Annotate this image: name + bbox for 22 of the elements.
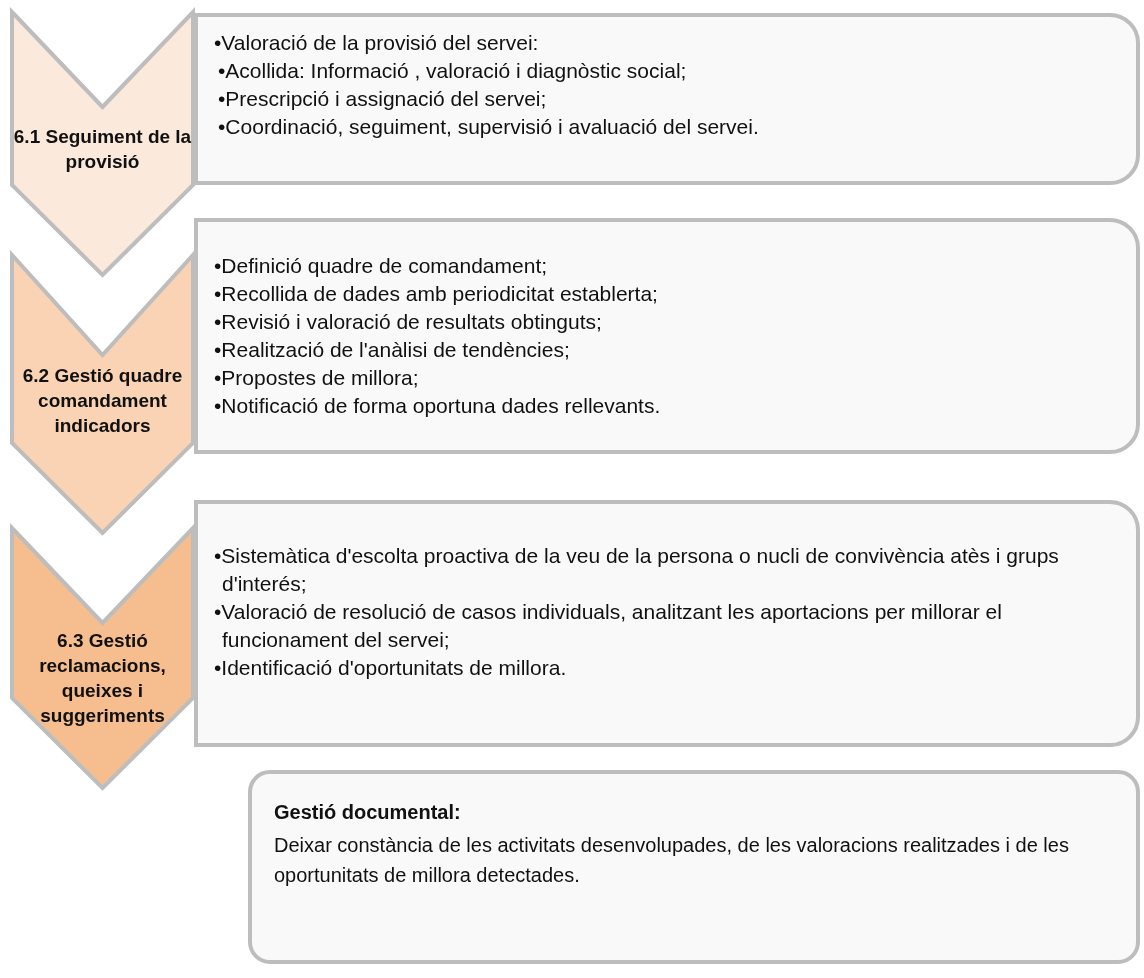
bullet-item: •Notificació de forma oportuna dades rellevants. xyxy=(214,393,662,419)
note-box xyxy=(248,770,1140,964)
bullet-item: •Sistemàtica d'escolta proactiva de la veu de la persona o nucli de convivència atès i grups d'interés; xyxy=(214,543,1060,597)
note-text: Deixar constància de les activitats desenvolupades, de les valoracions realitzades i de les oportunitats de millora detectades. xyxy=(274,833,1070,888)
bullet-item: •Realització de l'anàlisi de tendències; xyxy=(214,337,571,363)
note-heading: Gestió documental: xyxy=(274,800,462,825)
bullet-item: •Prescripció i assignació del servei; xyxy=(218,86,548,112)
bullet-item: •Definició quadre de comandament; xyxy=(214,253,549,279)
content-box xyxy=(194,218,1140,454)
bullet-item: •Identificació d'oportunitats de millora. xyxy=(214,655,568,681)
bullet-item: •Valoració de la provisió del servei: xyxy=(214,30,540,56)
bullet-item: •Coordinació, seguiment, supervisió i avaluació del servei. xyxy=(218,114,760,140)
bullet-item: •Acollida: Informació , valoració i diagnòstic social; xyxy=(218,58,688,84)
step-label: 6.1 Seguiment de la provisió xyxy=(12,125,193,174)
content-box xyxy=(194,500,1140,747)
bullet-item: •Revisió i valoració de resultats obtinguts; xyxy=(214,309,603,335)
bullet-item: •Recollida de dades amb periodicitat establerta; xyxy=(214,281,659,307)
step-label: 6.2 Gestió quadre comandament indicadors xyxy=(21,364,184,438)
bullet-item: •Propostes de millora; xyxy=(214,365,420,391)
bullet-item: •Valoració de resolució de casos individuals, analitzant les aportacions per millorar el funcionament del servei; xyxy=(214,599,1003,653)
step-label: 6.3 Gestió reclamacions, queixes i suggeriments xyxy=(38,629,167,728)
content-box xyxy=(194,13,1140,185)
